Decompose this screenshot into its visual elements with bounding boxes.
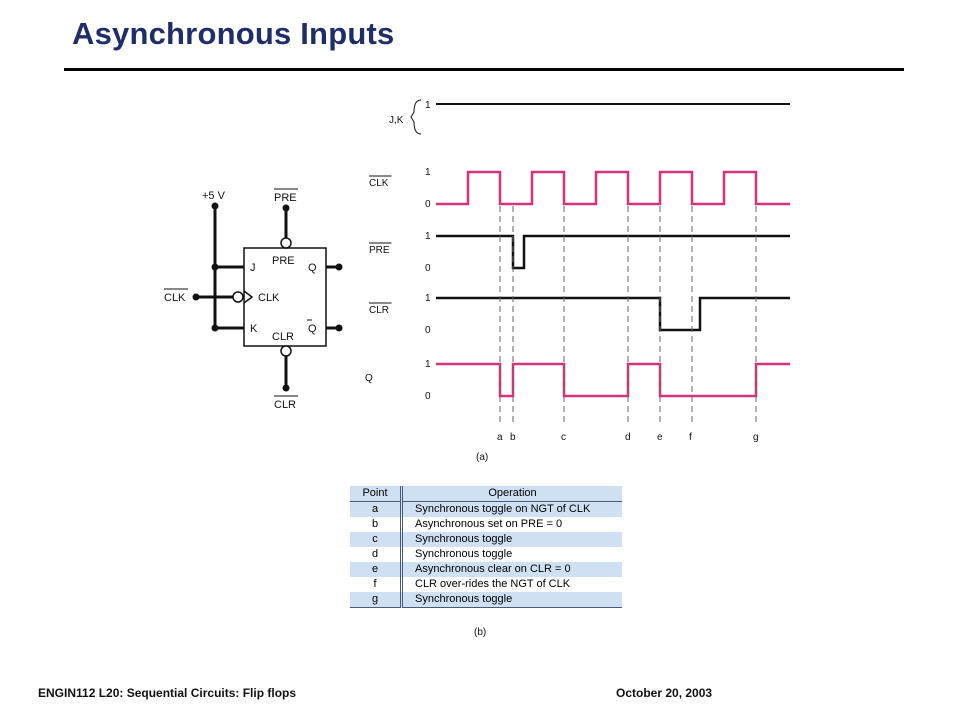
row-point: d [350,547,403,562]
row-operation: Synchronous toggle [401,592,622,608]
signal-high-label: 1 [425,167,431,178]
pin-pre-label: PRE [272,255,295,267]
event-label-c: c [561,432,566,443]
row-point: b [350,517,403,532]
qbar-dot [335,324,343,332]
table-caption: (b) [474,627,487,638]
signal-label-q: Q [365,373,373,384]
waveform-clr [436,296,790,332]
signal-low-label: 0 [425,263,431,274]
event-label-b: b [510,432,516,443]
timing-caption: (a) [476,452,489,463]
event-label-f: f [689,432,692,443]
supply-label: +5 V [202,190,226,202]
row-operation: Synchronous toggle on NGT of CLK [401,501,622,517]
jk-brace [410,99,422,135]
row-operation: Asynchronous set on PRE = 0 [415,518,563,530]
q-dot [335,263,343,271]
clr-bubble [280,345,292,357]
clr-dot [282,384,290,392]
signal-label-pre: PRE [369,245,390,256]
row-operation: Asynchronous clear on CLR = 0 [401,562,622,577]
pre-bubble [280,237,292,249]
pre-input-label: PRE [274,192,297,204]
table-row: d Synchronous toggle [350,547,622,562]
event-label-e: e [657,432,663,443]
clk-dot [192,293,200,301]
signal-high-label: 1 [425,359,431,370]
pin-q-label: Q [308,262,317,274]
clk-input-label: CLK [164,292,186,304]
table-row: b Asynchronous set on PRE = 0 [350,517,622,532]
signal-label-clr: CLR [369,305,389,316]
signal-low-label: 0 [425,325,431,336]
signal-high-label: 1 [425,231,431,242]
waveform-pre [436,234,790,270]
header-point: Point [350,486,403,502]
title-rule [64,68,904,71]
row-point: a [350,501,403,517]
event-label-a: a [497,432,503,443]
pin-qbar-label: Q [308,323,317,335]
jk-level-label: 1 [425,100,431,111]
flip-flop-box [243,247,327,347]
table-row: f CLR over-rides the NGT of CLK [350,577,622,592]
table-header-row: Point Operation [350,486,622,502]
row-operation: CLR over-rides the NGT of CLK [415,578,571,590]
row-point: e [350,562,403,577]
event-label-g: g [753,432,759,443]
waveform-clk [436,170,790,206]
row-point: c [350,532,403,547]
row-point: f [350,577,403,592]
signal-label-clk: CLK [369,178,389,189]
footer-course: ENGIN112 L20: Sequential Circuits: Flip … [38,686,297,700]
clr-input-label: CLR [274,399,296,411]
event-label-d: d [625,432,631,443]
footer-date: October 20, 2003 [616,686,713,700]
row-operation: Synchronous toggle [415,548,513,560]
row-operation: Synchronous toggle [401,532,622,547]
k-dot [211,324,219,332]
pin-clr-label: CLR [272,331,294,343]
row-point: g [350,592,403,608]
clk-bubble [232,291,244,303]
circuit-junction-dots [192,202,343,392]
signal-low-label: 0 [425,391,431,402]
signal-low-label: 0 [425,199,431,210]
waveform-q [436,362,790,398]
clk-edge-triangle [243,290,254,304]
pin-k-label: K [250,323,258,335]
header-operation: Operation [401,486,622,502]
pin-j-label: J [250,262,256,274]
jk-label: J,K [389,115,404,126]
pin-clk-label: CLK [258,292,280,304]
signal-high-label: 1 [425,293,431,304]
slide-title: Asynchronous Inputs [72,16,395,51]
j-dot [211,263,219,271]
pre-dot [282,204,290,212]
supply-dot [211,202,219,210]
